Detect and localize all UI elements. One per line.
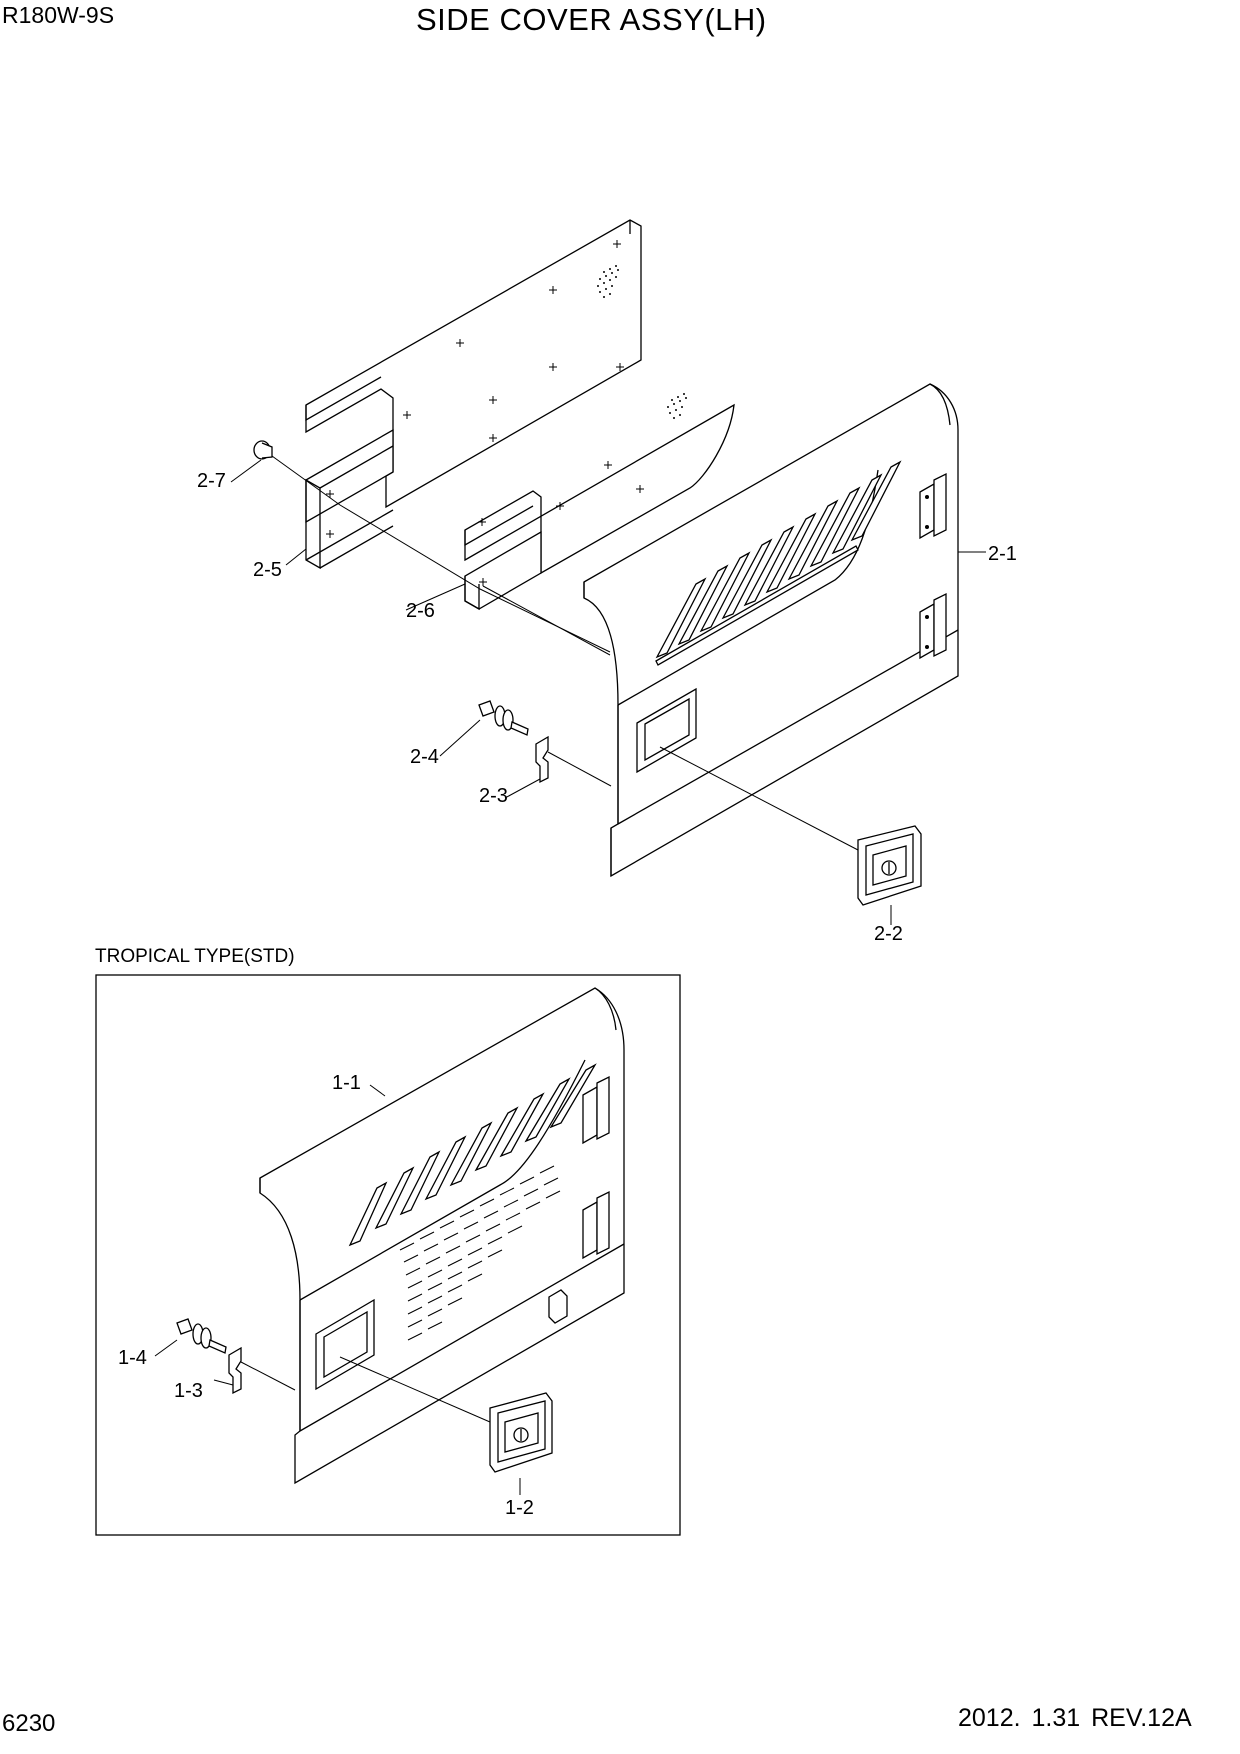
part-2-4-bolt [478, 700, 529, 736]
part-2-5-insulation-panel [305, 219, 642, 570]
callout-1-3: 1-3 [174, 1380, 203, 1402]
part-2-1-side-cover [583, 383, 959, 878]
part-1-2-latch [489, 1392, 553, 1473]
part-2-6-insulation-panel [464, 393, 735, 611]
callout-2-2: 2-2 [874, 923, 903, 945]
part-2-3-bracket [535, 735, 549, 784]
revision-date: 2012. 1.31 REV.12A [958, 1704, 1192, 1732]
lower-leader-lines [154, 1084, 521, 1495]
model-number: R180W-9S [2, 2, 115, 28]
callout-1-1: 1-1 [332, 1072, 361, 1094]
part-2-2-latch [857, 825, 922, 906]
callout-2-5: 2-5 [253, 559, 282, 581]
callout-2-1: 2-1 [988, 543, 1017, 565]
callout-2-3: 2-3 [479, 785, 508, 807]
callout-2-6: 2-6 [406, 600, 435, 622]
callout-1-4: 1-4 [118, 1347, 147, 1369]
upper-leader-lines [230, 455, 986, 925]
tropical-type-frame [95, 974, 681, 1536]
callout-2-4: 2-4 [410, 746, 439, 768]
page-number: 6230 [2, 1710, 56, 1737]
part-1-4-bolt [176, 1318, 227, 1354]
callout-labels: 2-1 2-2 2-3 2-4 2-5 2-6 2-7 1-1 1-2 1-3 … [118, 470, 1017, 1519]
part-1-3-bracket [228, 1346, 242, 1395]
part-1-1-side-cover-tropical [259, 987, 625, 1485]
callout-2-7: 2-7 [197, 470, 226, 492]
page-title: SIDE COVER ASSY(LH) [416, 2, 767, 37]
callout-1-2: 1-2 [505, 1497, 534, 1519]
part-2-7-clip [253, 440, 273, 460]
tropical-type-label: TROPICAL TYPE(STD) [95, 946, 295, 967]
